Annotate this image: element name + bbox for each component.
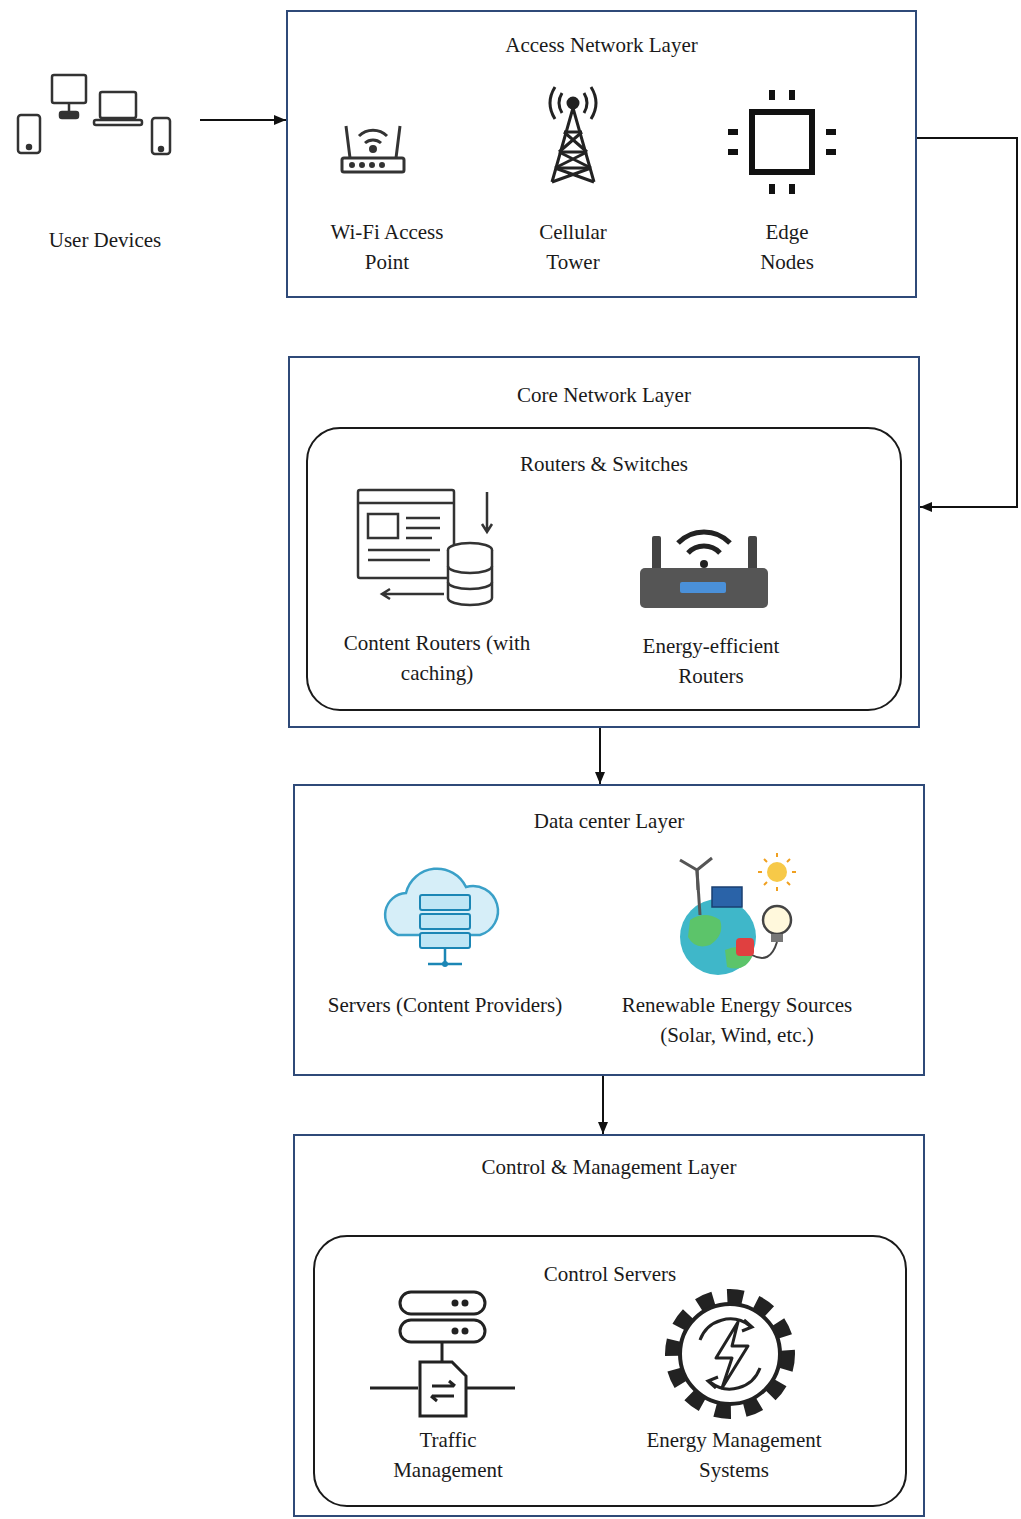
user-devices-icon	[18, 75, 170, 154]
cloud-servers-icon	[385, 869, 498, 967]
layer-title: Control Servers	[540, 1259, 680, 1289]
element-caption: User Devices	[45, 225, 166, 255]
cell-tower-icon	[550, 87, 596, 182]
layer-box: Data center LayerServers (Content Provid…	[293, 784, 925, 1076]
layer-title: Routers & Switches	[516, 449, 692, 479]
element-caption: Servers (Content Providers)	[324, 990, 566, 1020]
group-box: Control ServersTraffic Management Energy …	[313, 1235, 907, 1507]
element-caption: Cellular Tower	[515, 217, 631, 278]
device-group: User Devices	[10, 65, 200, 265]
traffic-management-icon	[370, 1292, 515, 1416]
layer-title: Core Network Layer	[513, 380, 695, 410]
element-caption: Energy-efficient Routers	[606, 631, 816, 692]
element-caption: Content Routers (with caching)	[332, 628, 542, 689]
element-caption: Wi-Fi Access Point	[312, 217, 462, 278]
element-caption: Renewable Energy Sources (Solar, Wind, e…	[590, 990, 884, 1051]
energy-element: Renewable Energy Sources (Solar, Wind, e…	[590, 850, 884, 1060]
network-element: Cellular Tower	[515, 95, 631, 285]
element-caption: Energy Management Systems	[606, 1425, 862, 1486]
network-element: Edge Nodes	[735, 95, 839, 285]
flow-arrow	[602, 1076, 604, 1134]
layer-title: Access Network Layer	[501, 30, 701, 60]
network-element: Content Routers (with caching)	[332, 485, 542, 695]
element-caption: Traffic Management	[370, 1425, 526, 1486]
element-caption: Edge Nodes	[735, 217, 839, 278]
flow-arrow	[917, 138, 1017, 507]
flow-arrow	[200, 119, 286, 121]
flow-arrow	[599, 728, 601, 784]
layer-title: Data center Layer	[530, 806, 688, 836]
network-element: Wi-Fi Access Point	[312, 95, 462, 285]
edge-chip-icon	[728, 90, 836, 194]
layer-box: Control & Management LayerControl Server…	[293, 1134, 925, 1517]
network-element: Energy-efficient Routers	[606, 485, 816, 698]
wifi-router-icon	[342, 126, 404, 172]
layer-title: Control & Management Layer	[478, 1152, 741, 1182]
layer-box: Core Network LayerRouters & SwitchesCont…	[288, 356, 920, 728]
content-router-icon	[358, 490, 492, 605]
server-element: Servers (Content Providers)	[322, 850, 568, 1060]
control-element: Energy Management Systems	[606, 1285, 862, 1495]
renewable-energy-icon	[680, 853, 796, 975]
group-box: Routers & SwitchesContent Routers (with …	[306, 427, 902, 711]
energy-router-icon	[640, 532, 768, 608]
control-element: Traffic Management	[370, 1285, 526, 1495]
layer-box: Access Network LayerWi-Fi Access Point Ce…	[286, 10, 917, 298]
energy-gear-icon	[672, 1296, 788, 1412]
